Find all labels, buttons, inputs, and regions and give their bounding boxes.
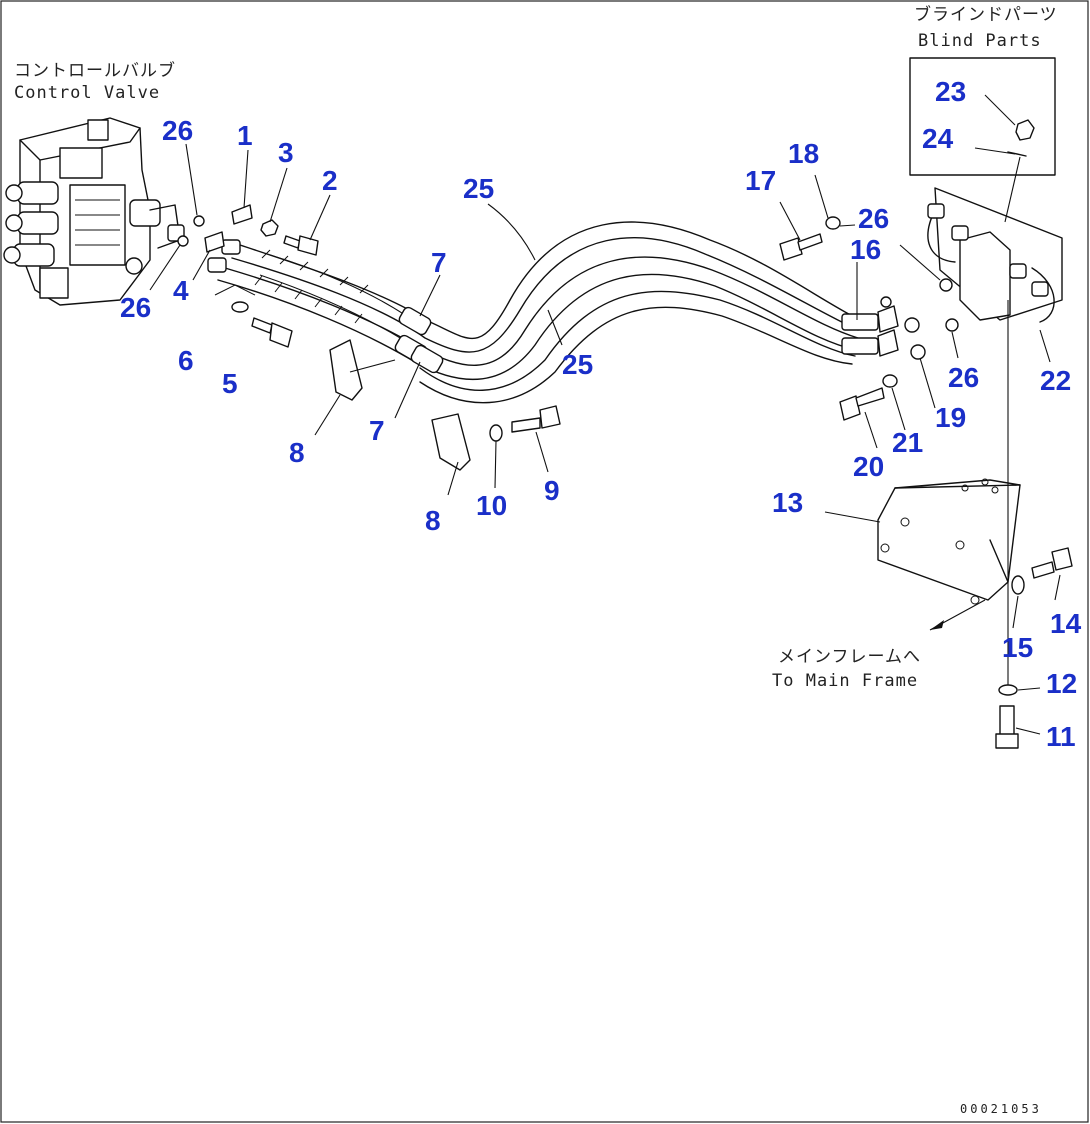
callout-6: 6: [178, 345, 194, 376]
callout-8-left: 8: [289, 437, 305, 468]
washer-part-6: [231, 301, 249, 313]
washer-part-24: [1007, 151, 1027, 157]
clamp-bracket-8-left: [329, 339, 363, 401]
control-valve: [3, 117, 185, 306]
plug-26-upper: [193, 215, 205, 227]
callout-18: 18: [788, 138, 819, 169]
washer-part-10: [489, 424, 503, 442]
bolt-part-9: [511, 405, 561, 433]
callout-20: 20: [853, 451, 884, 482]
callout-25-upper: 25: [463, 173, 494, 204]
control-valve-label-en: Control Valve: [14, 83, 160, 103]
callout-21: 21: [892, 427, 923, 458]
callout-9: 9: [544, 475, 560, 506]
callout-13: 13: [772, 487, 803, 518]
callout-23: 23: [935, 76, 966, 107]
plug-26-lower: [177, 235, 189, 247]
callout-10: 10: [476, 490, 507, 521]
hoses: [207, 221, 926, 404]
blind-parts-label-en: Blind Parts: [918, 31, 1042, 51]
callout-14: 14: [1050, 608, 1082, 639]
bolt-part-5: [251, 317, 293, 348]
callout-12: 12: [1046, 668, 1077, 699]
callout-5: 5: [222, 368, 238, 399]
callout-25-lower: 25: [562, 349, 593, 380]
callout-26-right-upper: 26: [858, 203, 889, 234]
bolt-part-17: [779, 233, 823, 261]
washer-part-18: [825, 216, 841, 230]
drawing-code: 00021053: [960, 1102, 1042, 1116]
washer-part-21: [882, 374, 898, 388]
bolt-part-11: [995, 705, 1019, 749]
washer-part-12: [998, 684, 1018, 696]
callout-7-lower: 7: [369, 415, 385, 446]
callout-3: 3: [278, 137, 294, 168]
callout-22: 22: [1040, 365, 1071, 396]
control-valve-label-jp: コントロールバルブ: [14, 60, 176, 81]
leader-lines: [149, 94, 1061, 735]
callout-16: 16: [850, 234, 881, 265]
callout-1: 1: [237, 120, 253, 151]
main-frame-label-jp: メインフレームへ: [778, 647, 921, 667]
bolt-part-2: [283, 235, 319, 256]
bracket-part-13: [877, 478, 1021, 605]
callout-19: 19: [935, 402, 966, 433]
callout-7-upper: 7: [431, 247, 447, 278]
plug-26-right-upper: [939, 278, 953, 292]
callout-17: 17: [745, 165, 776, 196]
bolt-part-20: [839, 387, 885, 421]
nut-part-3: [260, 219, 279, 237]
bolt-part-14: [1031, 547, 1073, 579]
main-frame-label-en: To Main Frame: [772, 671, 918, 691]
callout-4: 4: [173, 275, 189, 306]
callout-26-valve-lower: 26: [120, 292, 151, 323]
main-frame-arrow-head: [930, 620, 944, 630]
callout-15: 15: [1002, 632, 1033, 663]
clamp-part-1: [231, 204, 253, 225]
callout-26-right-lower: 26: [948, 362, 979, 393]
blind-parts-box: [909, 57, 1056, 176]
blind-parts-label-jp: ブラインドパーツ: [914, 4, 1058, 25]
manifold-part-22: [927, 187, 1063, 323]
clamp-bracket-8-right: [431, 413, 471, 471]
nut-part-23: [1015, 119, 1035, 141]
plug-26-right-lower: [945, 318, 959, 332]
washer-part-15: [1011, 575, 1025, 595]
callout-26-valve-upper: 26: [162, 115, 193, 146]
clamp-part-4: [204, 231, 225, 253]
callout-2: 2: [322, 165, 338, 196]
callout-24: 24: [922, 123, 954, 154]
callout-8-right: 8: [425, 505, 441, 536]
callout-11: 11: [1046, 721, 1076, 752]
